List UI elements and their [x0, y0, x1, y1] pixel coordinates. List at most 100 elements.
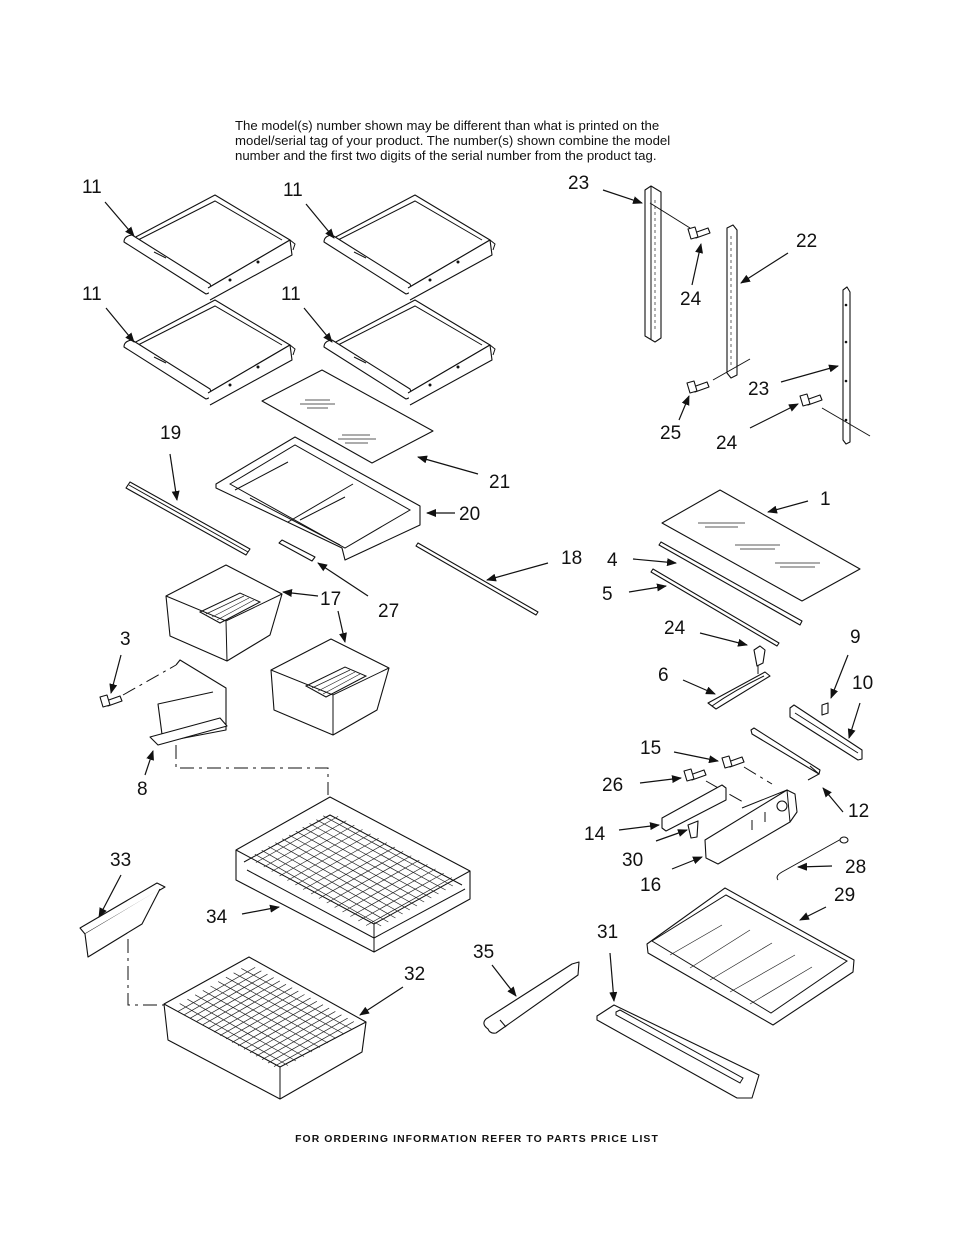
wire	[365, 877, 453, 926]
part-16-drawer-slide-housing	[704, 789, 798, 865]
part-24-screw-lower	[799, 393, 823, 407]
wire	[271, 824, 355, 872]
callout-18: 18	[561, 548, 582, 569]
part-23-shelf-rail-right	[842, 286, 851, 445]
callout-6: 6	[658, 665, 669, 686]
callout-27: 27	[378, 601, 399, 622]
part-30-clip	[687, 820, 699, 839]
callout-11: 11	[82, 177, 102, 198]
callout-9: 9	[850, 627, 861, 648]
wire	[177, 967, 256, 1012]
callout-23: 23	[748, 379, 769, 400]
wire	[273, 1021, 355, 1067]
part-11-shelf-3	[123, 299, 296, 406]
callout-10: 10	[852, 673, 873, 694]
callout-22: 22	[796, 231, 817, 252]
wire	[225, 994, 305, 1040]
wire	[189, 973, 268, 1019]
callout-1: 1	[820, 489, 831, 510]
part-9-clip	[821, 702, 829, 716]
part-15-screw	[721, 755, 745, 769]
part-12-slide-rail	[750, 727, 821, 781]
notice-line-3: number and the first two digits of the s…	[235, 148, 657, 163]
part-8-crisper-slide	[149, 659, 228, 746]
callout-32: 32	[404, 964, 425, 985]
wire	[287, 833, 371, 881]
part-3-screw	[99, 694, 123, 708]
callout-33: 33	[110, 850, 131, 871]
callout-15: 15	[640, 738, 661, 759]
part-5-shelf-trim-strip	[650, 568, 780, 647]
wire	[334, 859, 420, 908]
wire	[243, 1004, 324, 1050]
wire	[255, 1011, 336, 1057]
notice-line-1: The model(s) number shown may be differe…	[235, 118, 660, 133]
part-23-shelf-rail-left	[644, 185, 662, 343]
callout-25: 25	[660, 423, 681, 444]
wire	[231, 997, 311, 1043]
wire	[302, 842, 388, 890]
wire	[261, 1014, 342, 1060]
notice-line-2: model/serial tag of your product. The nu…	[235, 133, 671, 148]
callout-24: 24	[716, 433, 738, 454]
part-19-trim-strip	[125, 481, 251, 556]
wire	[213, 987, 293, 1033]
callout-29: 29	[834, 885, 855, 906]
part-29-meat-pan-tray	[646, 887, 855, 1026]
part-22-shelf-rail-center	[726, 224, 738, 379]
part-33-basket-divider	[79, 882, 166, 958]
callout-26: 26	[602, 775, 623, 796]
part-31-drawer-front	[596, 1004, 760, 1099]
callout-20: 20	[459, 504, 480, 525]
callout-11: 11	[281, 284, 301, 305]
callout-11: 11	[82, 284, 102, 305]
part-26-screw	[683, 768, 707, 782]
part-34-wire-basket	[235, 796, 471, 953]
part-10-slide-rail	[789, 704, 863, 761]
wire	[249, 1007, 330, 1054]
wire	[195, 977, 274, 1023]
wire	[350, 868, 436, 917]
callout-12: 12	[848, 801, 869, 822]
wire	[267, 1017, 348, 1064]
part-24-screw-middle	[753, 645, 766, 667]
wire	[358, 872, 444, 922]
wire	[326, 855, 412, 904]
part-6-bracket	[707, 671, 771, 710]
wire	[201, 980, 281, 1026]
wire	[263, 820, 347, 868]
callout-labels: 11 11 11 11 23 22 24 23 25 24 19 21 20 1…	[82, 173, 873, 985]
callout-21: 21	[489, 472, 510, 493]
part-11-shelf-2	[323, 194, 496, 301]
wire	[310, 846, 396, 895]
part-20-crisper-cover-frame	[215, 436, 421, 561]
callout-19: 19	[160, 423, 181, 444]
callout-11: 11	[283, 180, 303, 201]
wire	[342, 864, 428, 913]
part-21-glass-shelf	[261, 369, 434, 464]
part-18-rod	[415, 542, 539, 616]
part-14-rail	[661, 784, 727, 832]
part-25-screw	[686, 380, 710, 394]
callout-23: 23	[568, 173, 589, 194]
callout-17: 17	[320, 589, 341, 610]
callout-34: 34	[206, 907, 228, 928]
part-27-bracket	[278, 539, 316, 562]
callout-24: 24	[664, 618, 686, 639]
callout-14: 14	[584, 824, 606, 845]
callout-30: 30	[622, 850, 643, 871]
model-number-notice: The model(s) number shown may be differe…	[235, 118, 755, 163]
part-32-wire-basket	[163, 956, 367, 1100]
part-11-shelf-1	[123, 194, 296, 301]
callout-5: 5	[602, 584, 613, 605]
ordering-information-footer: FOR ORDERING INFORMATION REFER TO PARTS …	[295, 1134, 659, 1145]
wire	[318, 851, 404, 899]
callout-28: 28	[845, 857, 866, 878]
callout-35: 35	[473, 942, 494, 963]
callout-24: 24	[680, 289, 702, 310]
callout-31: 31	[597, 922, 618, 943]
callout-3: 3	[120, 629, 131, 650]
callout-8: 8	[137, 779, 148, 800]
callout-16: 16	[640, 875, 661, 896]
